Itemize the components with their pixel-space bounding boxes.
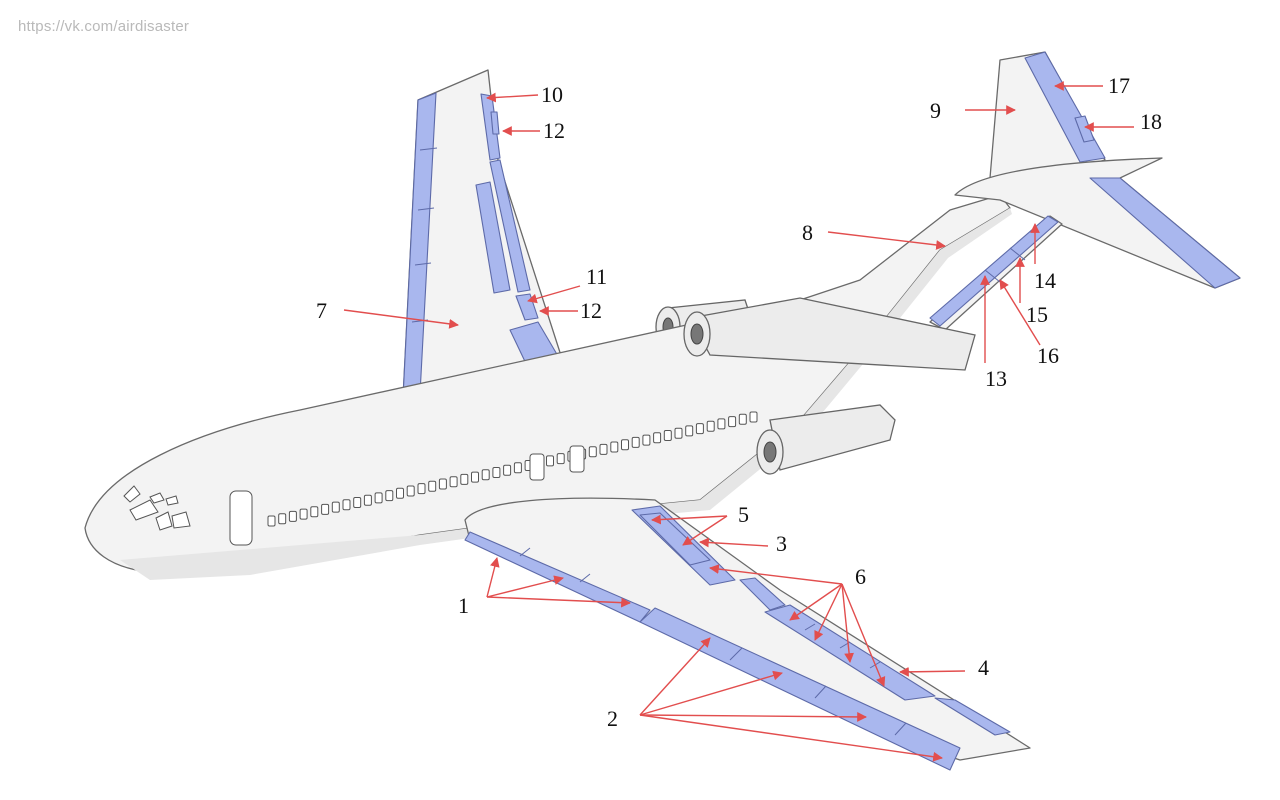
label-12-top: 12 (543, 118, 565, 143)
cabin-window (589, 447, 596, 457)
label-4: 4 (978, 655, 989, 680)
cabin-window (407, 486, 414, 496)
cabin-window (504, 465, 511, 475)
label-18: 18 (1140, 109, 1162, 134)
cabin-window (439, 479, 446, 489)
cabin-window (311, 507, 318, 517)
cabin-window (622, 440, 629, 450)
cabin-window (611, 442, 618, 452)
cabin-window (461, 474, 468, 484)
cabin-window (279, 514, 286, 524)
cabin-window (386, 491, 393, 501)
cabin-window (375, 493, 382, 503)
label-12-bottom: 12 (580, 298, 602, 323)
cabin-window (729, 417, 736, 427)
label-10: 10 (541, 82, 563, 107)
label-7: 7 (316, 298, 327, 323)
cabin-window (696, 424, 703, 434)
cabin-window (664, 431, 671, 441)
cabin-window (557, 454, 564, 464)
cabin-window (643, 435, 650, 445)
cabin-window (418, 484, 425, 494)
label-1: 1 (458, 593, 469, 618)
cabin-window (354, 498, 361, 508)
overwing-exit-1 (530, 454, 544, 480)
cabin-window (429, 481, 436, 491)
label-15: 15 (1026, 302, 1048, 327)
cabin-window (686, 426, 693, 436)
cabin-window (482, 470, 489, 480)
cabin-window (547, 456, 554, 466)
cabin-window (289, 511, 296, 521)
cabin-window (300, 509, 307, 519)
label-13: 13 (985, 366, 1007, 391)
cabin-window (707, 421, 714, 431)
front-door (230, 491, 252, 545)
cabin-window (493, 468, 500, 478)
cabin-window (364, 495, 371, 505)
label-11: 11 (586, 264, 607, 289)
label-16: 16 (1037, 343, 1059, 368)
cabin-window (472, 472, 479, 482)
label-3: 3 (776, 531, 787, 556)
cabin-window (450, 477, 457, 487)
overwing-exit-2 (570, 446, 584, 472)
cabin-window (397, 488, 404, 498)
cabin-window (632, 437, 639, 447)
horizontal-tail (930, 158, 1240, 330)
cabin-window (718, 419, 725, 429)
label-2: 2 (607, 706, 618, 731)
label-9: 9 (930, 98, 941, 123)
cabin-window (332, 502, 339, 512)
cabin-window (600, 444, 607, 454)
label-5: 5 (738, 502, 749, 527)
cabin-window (750, 412, 757, 422)
label-6: 6 (855, 564, 866, 589)
cabin-window (675, 428, 682, 438)
cabin-window (654, 433, 661, 443)
cabin-window (322, 504, 329, 514)
label-17: 17 (1108, 73, 1130, 98)
upper-wing (403, 70, 565, 398)
upper-tab (491, 112, 499, 134)
cabin-window (268, 516, 275, 526)
lower-wing (465, 498, 1030, 770)
label-14: 14 (1034, 268, 1056, 293)
label-8: 8 (802, 220, 813, 245)
cabin-window (343, 500, 350, 510)
cabin-window (739, 414, 746, 424)
cabin-window (514, 463, 521, 473)
